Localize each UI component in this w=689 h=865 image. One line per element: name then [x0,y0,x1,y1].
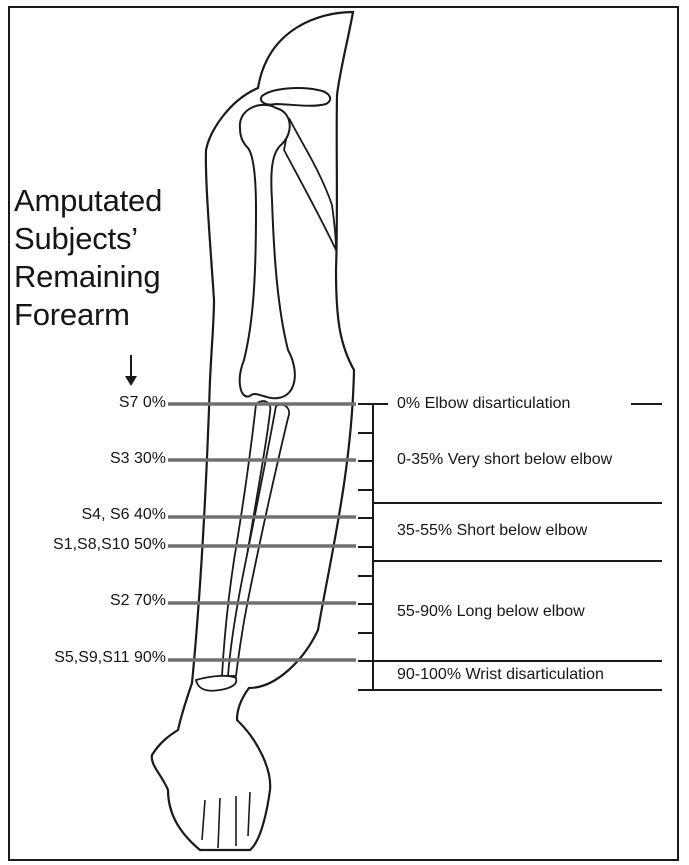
subject-label-s4-s6: S4, S6 40% [6,506,166,524]
subject-label-s5-s9-s11: S5,S9,S11 90% [6,649,166,667]
title-line-1: Amputated [14,182,214,220]
title-line-4: Forearm [14,296,214,334]
category-elbow-disarticulation: 0% Elbow disarticulation [397,395,570,413]
category-very-short-below-elbow: 0-35% Very short below elbow [397,451,612,469]
title-line-3: Remaining [14,258,214,296]
title-line-2: Subjects’ [14,220,214,258]
category-wrist-disarticulation: 90-100% Wrist disarticulation [397,666,604,684]
category-long-below-elbow: 55-90% Long below elbow [397,603,585,621]
category-short-below-elbow: 35-55% Short below elbow [397,522,587,540]
subject-label-s3: S3 30% [6,450,166,468]
diagram-title: Amputated Subjects’ Remaining Forearm [14,182,214,334]
subject-label-s2: S2 70% [6,592,166,610]
percent-scale [358,404,388,690]
subject-label-s7: S7 0% [6,394,166,412]
category-boundaries [358,404,662,690]
clavicle-bone [261,88,330,106]
down-arrow-icon [125,355,137,386]
subject-label-s1-s8-s10: S1,S8,S10 50% [6,536,166,554]
